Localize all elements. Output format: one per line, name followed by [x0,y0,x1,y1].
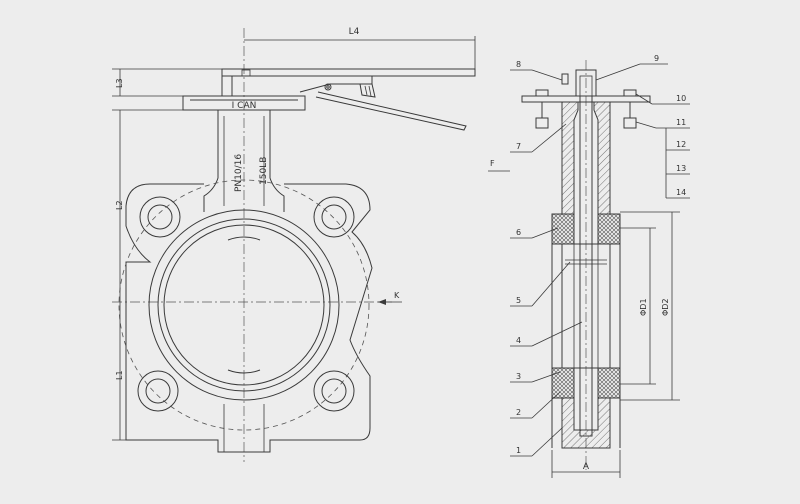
front-dimensions: L4 L3 L2 L1 K [112,27,476,441]
dim-l2-label: L2 [115,200,124,210]
seat-outer [148,209,340,401]
brand-marking: I CAN [232,101,257,111]
bolt-lug-bottom-left [137,370,179,412]
bolt-lug-top-left [139,196,181,238]
seat-upper-right [597,213,621,245]
disc-hub-top [227,236,261,241]
callout-2: 2 [516,408,521,417]
side-disc [561,243,611,369]
callout-10: 10 [676,94,686,103]
front-view: I CAN PN10/16 150LB [112,27,476,462]
dim-d2-label: ΦD2 [661,298,670,316]
dim-a-label: A [583,462,590,472]
side-dimensions: ΦD1 ΦD2 A F [488,159,680,478]
seat-inner [157,218,331,392]
dim-l1-label: L1 [115,370,124,380]
callout-13: 13 [676,164,686,173]
seat-lower-left [551,367,575,399]
disc-hub-bottom [227,369,261,374]
callout-11: 11 [676,118,686,127]
handle-top-bar [221,68,476,77]
callout-5: 5 [516,296,521,305]
callout-9: 9 [654,54,659,63]
callout-14: 14 [676,188,686,197]
callout-1: 1 [516,446,521,455]
top-mounting-plate [182,95,306,111]
callout-6: 6 [516,228,521,237]
callouts-left: 8 7 6 5 4 3 2 1 [510,60,583,457]
valve-body [118,179,373,453]
seat-lower-right [597,367,621,399]
bottom-boss [561,397,611,449]
view-f-label: F [490,159,495,168]
side-view: ΦD1 ΦD2 A F 8 7 6 5 4 [488,54,690,478]
callout-12: 12 [676,140,686,149]
valve-disc [163,224,325,386]
class-marking: 150LB [259,157,269,185]
neck-wall-right [593,101,611,215]
neck-wall-left [561,101,579,215]
callout-7: 7 [516,142,521,151]
lock-pin [561,73,569,85]
pressure-marking: PN10/16 [234,154,244,192]
callout-4: 4 [516,336,521,345]
callout-3: 3 [516,372,521,381]
dim-d1-label: ΦD1 [639,298,648,316]
dim-l4-label: L4 [349,27,360,37]
callout-8: 8 [516,60,521,69]
bolt-lug-bottom-right [313,370,355,412]
callouts-right: 9 10 11 12 13 14 [595,54,690,199]
dim-l3-label: L3 [115,78,124,88]
plate-bolt-left [535,89,549,129]
bolt-lug-top-right [313,196,355,238]
plate-bolt-right [623,89,637,129]
valve-neck: PN10/16 150LB [203,110,285,212]
section-k-label: K [394,291,400,300]
lever-handle [221,68,476,131]
